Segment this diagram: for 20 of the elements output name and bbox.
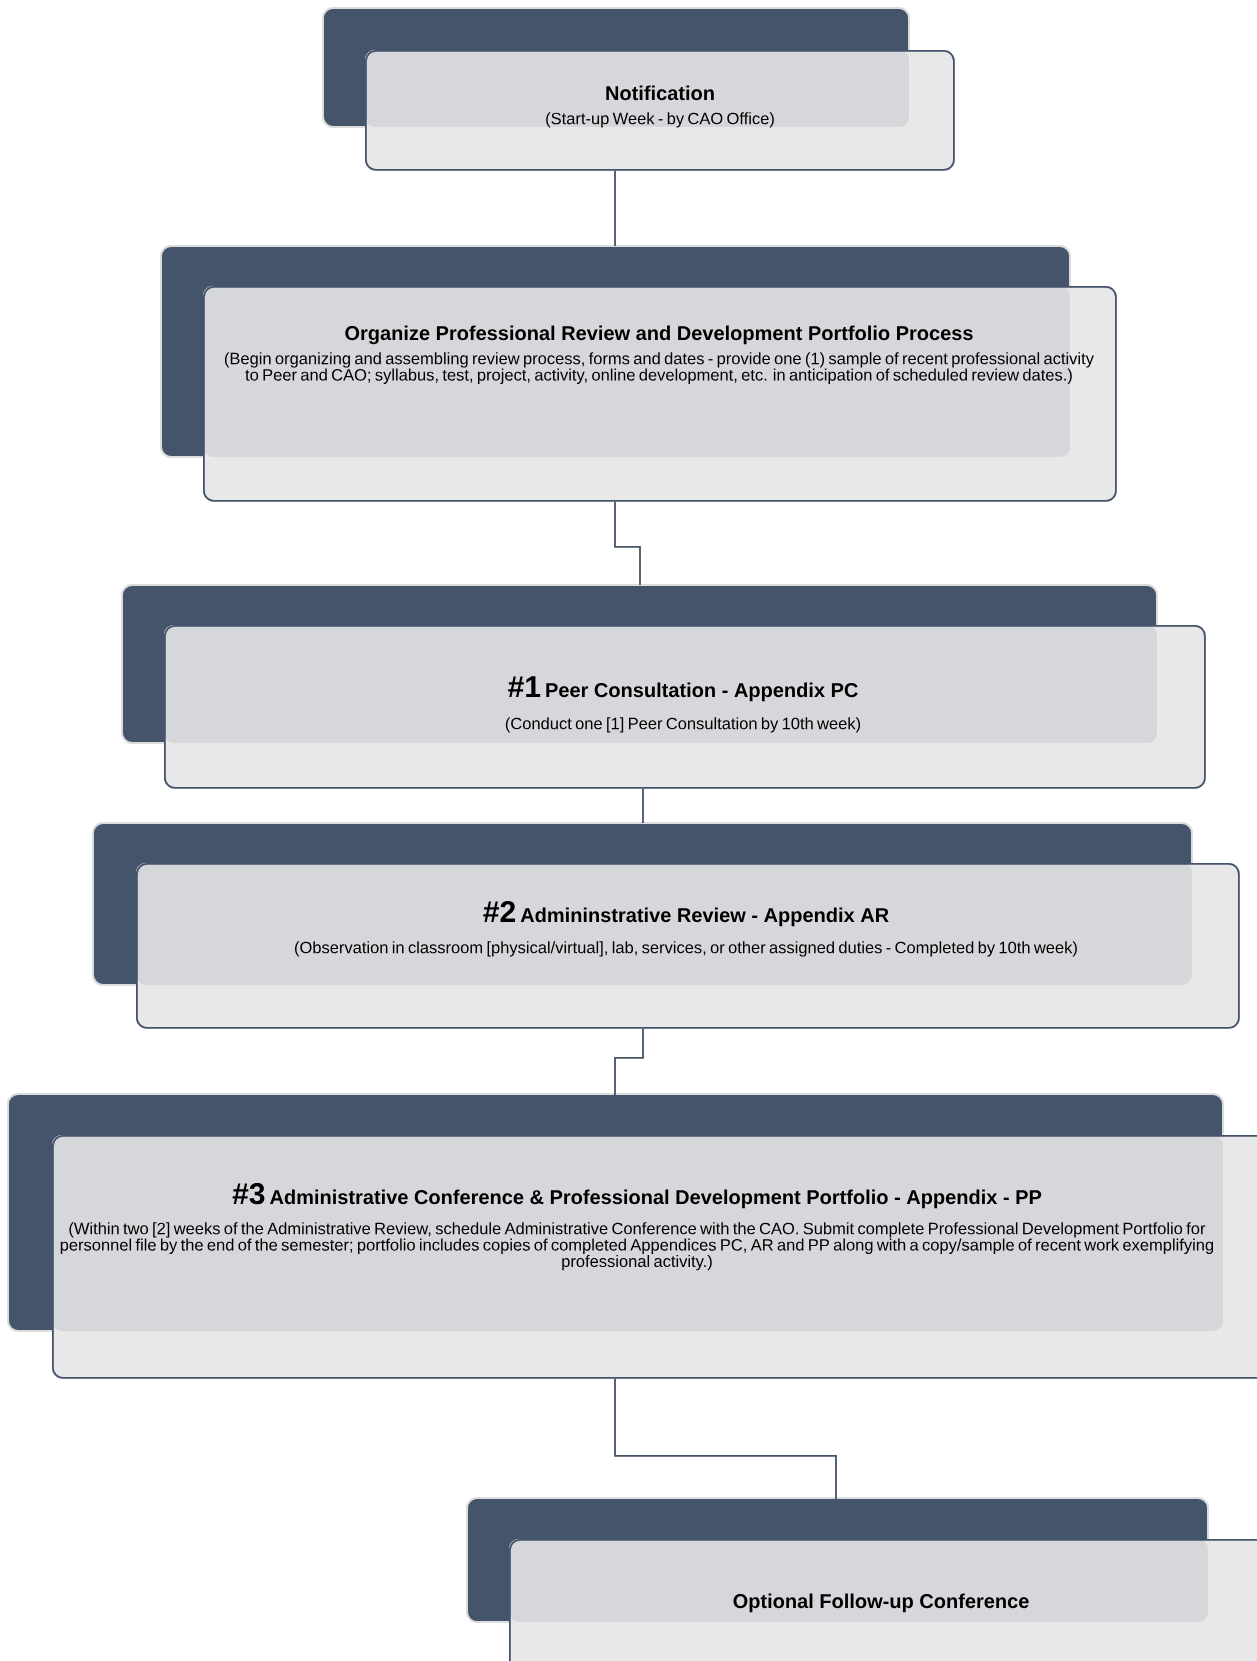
process-box xyxy=(7,1093,1257,1379)
connector-line xyxy=(642,787,644,824)
heading: Optional Follow-up Conference xyxy=(733,1593,1029,1613)
process-box xyxy=(322,7,955,171)
heading: Organize Professional Review and Development Portfolio Process xyxy=(345,325,973,345)
description: (Observation in classroom [physical/virtual], lab, services, or other assigned duties - Completed by 10th week) xyxy=(295,941,1077,957)
heading: #1 Peer Consultation - Appendix PC xyxy=(508,676,858,702)
description: (Within two [2] weeks of the Administrative Review, schedule Administrative Conference with the CAO. Submit complete Professional Development Portfolio for personnel file by the end of the semester; portfolio includes copies of completed Appendices PC, AR and PP along with a copy/sample of recent work exemplifying professional activity.) xyxy=(60,1222,1214,1271)
process-box xyxy=(466,1497,1257,1661)
description: (Begin organizing and assembling review process, forms and dates - provide one (1) sample of recent professional activity to Peer and CAO; syllabus, test, project, activity, online development, etc. in anticipation of scheduled review dates.) xyxy=(224,352,1094,384)
heading: Notification xyxy=(606,85,714,101)
description: (Conduct one [1] Peer Consultation by 10th week) xyxy=(505,717,861,733)
process-box xyxy=(121,584,1206,789)
process-box xyxy=(92,822,1240,1029)
connector-line xyxy=(614,1027,644,1096)
description: (Start-up Week - by CAO Office) xyxy=(546,112,774,128)
connector-line xyxy=(614,1377,837,1500)
process-box xyxy=(160,245,1117,502)
connector-line xyxy=(614,500,641,586)
connector-line xyxy=(614,169,616,247)
